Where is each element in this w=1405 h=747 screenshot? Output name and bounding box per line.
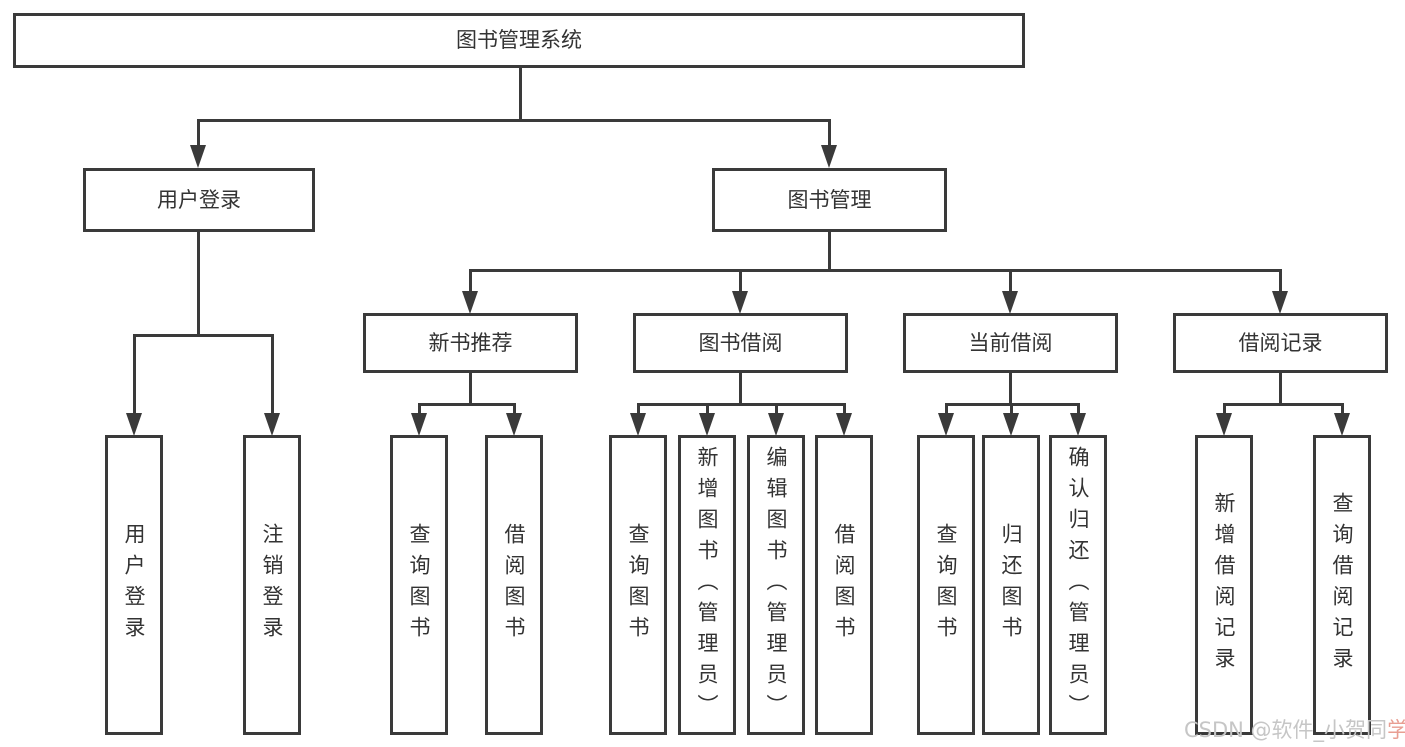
leaf-bb-query-books: 查询图书 (609, 435, 667, 735)
arrow-to-bb-query-books (630, 413, 646, 436)
connector-bookborrow-drop (739, 269, 742, 293)
connector-bookmgmt-drop (828, 119, 831, 147)
node-library-management-system: 图书管理系统 (13, 13, 1025, 68)
connector-userlogin-hbar (133, 334, 274, 337)
connector-borrowrecords-drop (1279, 269, 1282, 293)
connector-cbquery-drop (945, 403, 948, 415)
connector-bookborrow-hbar (637, 403, 845, 406)
leaf-br-add-record: 新增借阅记录 (1195, 435, 1253, 735)
node-book-management: 图书管理 (712, 168, 947, 232)
connector-bookmgmt-stem (828, 232, 831, 272)
connector-nbquery-drop (418, 403, 421, 415)
arrow-to-borrow-records (1272, 291, 1288, 314)
connector-brquery-drop (1341, 403, 1344, 415)
connector-uuserlogin-drop (133, 334, 136, 415)
arrow-to-cb-confirm-return (1070, 413, 1086, 436)
leaf-bb-add-books-admin: 新增图书（管理员） (678, 435, 736, 735)
connector-bradd-drop (1223, 403, 1226, 415)
arrow-to-new-book-recommend (462, 291, 478, 314)
connector-userlogin-stem (197, 232, 200, 337)
connector-ulogout-drop (271, 334, 274, 415)
connector-cbreturn-drop (1010, 403, 1013, 415)
leaf-cb-confirm-return-admin: 确认归还（管理员） (1049, 435, 1107, 735)
node-current-borrow: 当前借阅 (903, 313, 1118, 373)
arrow-to-leaf-user-login (126, 413, 142, 436)
arrow-to-nb-query-books (411, 413, 427, 436)
node-user-login: 用户登录 (83, 168, 315, 232)
leaf-br-query-record: 查询借阅记录 (1313, 435, 1371, 735)
arrow-to-bb-edit-books (768, 413, 784, 436)
arrow-to-bb-add-books (699, 413, 715, 436)
connector-newbookrec-stem (469, 373, 472, 406)
leaf-bb-edit-books-admin: 编辑图书（管理员） (747, 435, 805, 735)
connector-newbookrec-drop (469, 269, 472, 293)
node-new-book-recommend: 新书推荐 (363, 313, 578, 373)
connector-bbedit-drop (775, 403, 778, 415)
watermark-accent-text: 学 (1387, 718, 1405, 742)
connector-bbborrow-drop (843, 403, 846, 415)
arrow-to-nb-borrow-books (506, 413, 522, 436)
connector-borrowrecords-stem (1279, 373, 1282, 406)
leaf-logout-login: 注销登录 (243, 435, 301, 735)
connector-root-hbar (197, 119, 831, 122)
connector-nbborrow-drop (513, 403, 516, 415)
connector-bookmgmt-hbar (469, 269, 1281, 272)
connector-root-stem (519, 68, 522, 121)
node-borrow-records: 借阅记录 (1173, 313, 1388, 373)
arrow-to-book-management (821, 145, 837, 168)
connector-userlogin-drop (197, 119, 200, 147)
connector-cbconfirm-drop (1077, 403, 1080, 415)
watermark-text: CSDN @软件_小贺同 (1184, 718, 1388, 742)
connector-currentborrow-drop (1009, 269, 1012, 293)
arrow-to-br-add-record (1216, 413, 1232, 436)
arrow-to-leaf-logout (264, 413, 280, 436)
csdn-watermark: CSDN @软件_小贺同学 (1184, 714, 1405, 744)
connector-bbquery-drop (637, 403, 640, 415)
connector-bookborrow-stem (739, 373, 742, 406)
arrow-to-current-borrow (1002, 291, 1018, 314)
arrow-to-bb-borrow-books (836, 413, 852, 436)
arrow-to-cb-return-books (1003, 413, 1019, 436)
arrow-to-cb-query-books (938, 413, 954, 436)
connector-newbookrec-hbar (418, 403, 516, 406)
leaf-nb-borrow-books: 借阅图书 (485, 435, 543, 735)
connector-bbadd-drop (706, 403, 709, 415)
leaf-user-login: 用户登录 (105, 435, 163, 735)
connector-borrowrecords-hbar (1223, 403, 1343, 406)
leaf-cb-return-books: 归还图书 (982, 435, 1040, 735)
arrow-to-user-login (190, 145, 206, 168)
arrow-to-book-borrow (732, 291, 748, 314)
arrow-to-br-query-record (1334, 413, 1350, 436)
leaf-cb-query-books: 查询图书 (917, 435, 975, 735)
leaf-nb-query-books: 查询图书 (390, 435, 448, 735)
node-book-borrow: 图书借阅 (633, 313, 848, 373)
leaf-bb-borrow-books: 借阅图书 (815, 435, 873, 735)
connector-currentborrow-stem (1009, 373, 1012, 406)
